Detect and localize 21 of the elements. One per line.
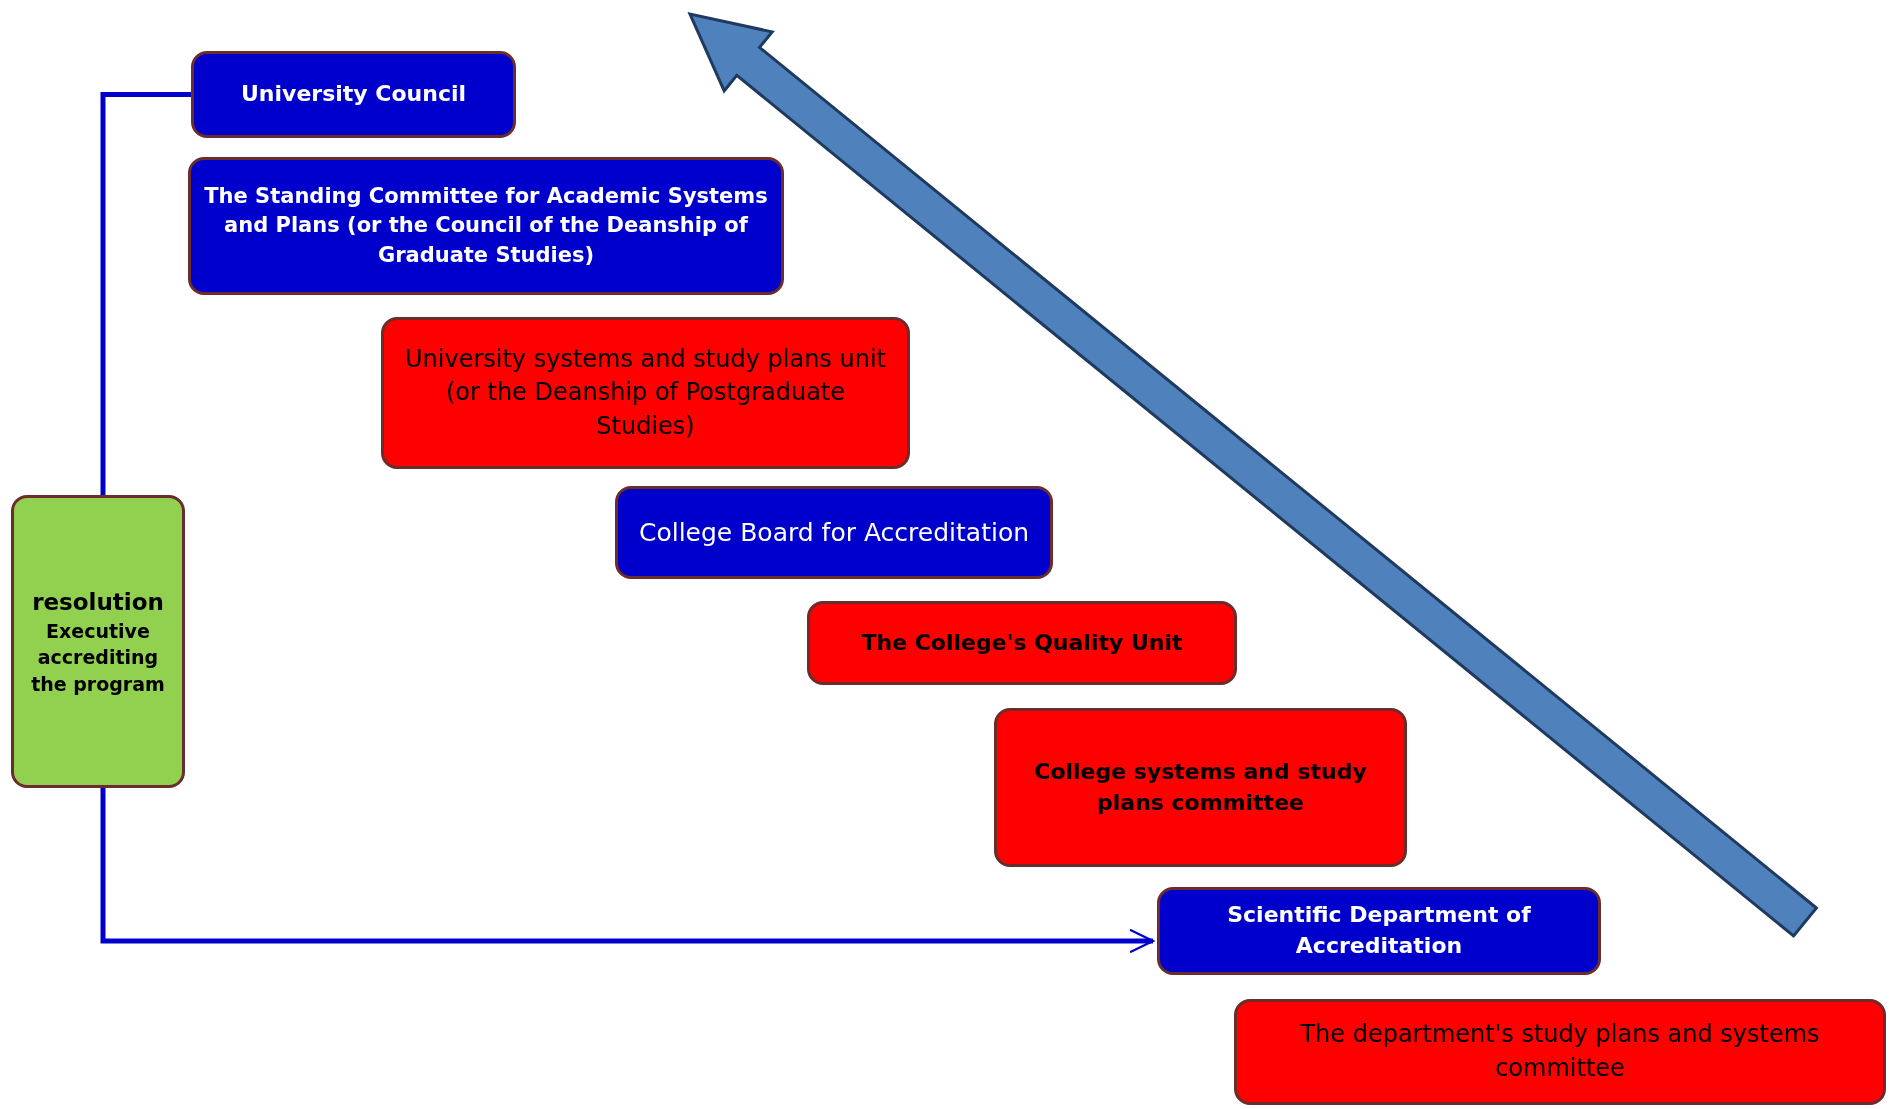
connector-line <box>100 92 191 495</box>
box-label: resolution <box>32 587 164 617</box>
process-box <box>188 157 784 295</box>
process-box <box>381 317 910 469</box>
box-label: The College's Quality Unit <box>861 628 1183 657</box>
box-label: University systems and study plans unit (or the Deanship of Postgraduate Studies) <box>404 343 887 442</box>
process-box <box>191 51 516 138</box>
box-label: Executive accrediting the program <box>30 618 166 697</box>
box-label: College systems and study plans committee <box>1033 757 1368 817</box>
box-label: Scientific Department of Accreditation <box>1226 901 1532 960</box>
process-box <box>807 601 1237 685</box>
arrow <box>100 788 1155 953</box>
process-box <box>994 708 1407 867</box>
process-box <box>1157 887 1601 975</box>
box-label: College Board for Accreditation <box>638 517 1030 549</box>
box-label: The Standing Committee for Academic Systems and Plans (or the Council of the Deanship of Graduate Studies) <box>203 182 769 269</box>
decision-box <box>11 495 185 788</box>
process-box <box>615 486 1053 579</box>
box-label: The department's study plans and systems committee <box>1299 1019 1821 1084</box>
process-box <box>1234 999 1886 1105</box>
box-label: University Council <box>240 80 466 109</box>
